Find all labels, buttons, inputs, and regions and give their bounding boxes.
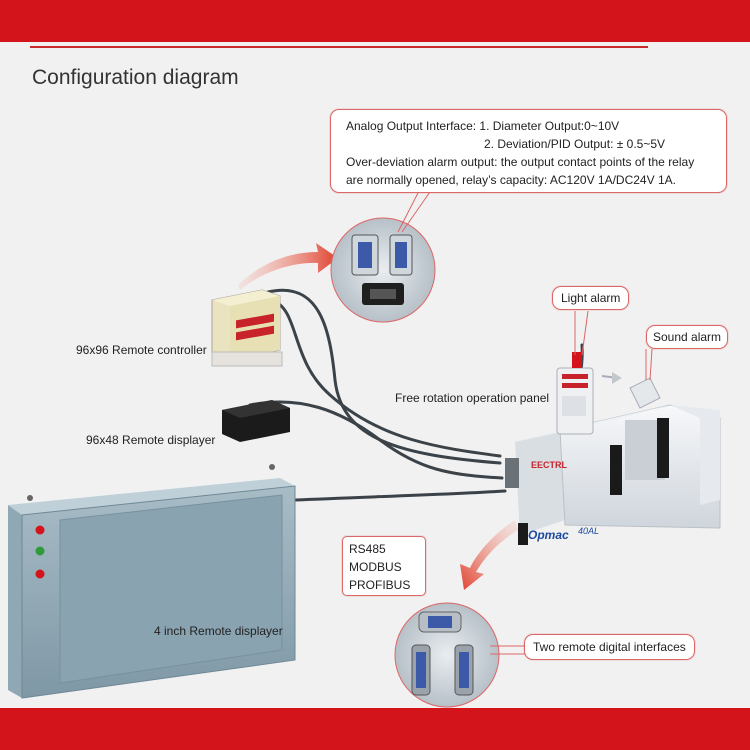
small-displayer-image bbox=[222, 400, 290, 442]
cable-controller bbox=[266, 288, 502, 465]
cable-small-display bbox=[248, 400, 504, 480]
sound-alarm-image bbox=[629, 377, 661, 409]
bottom-red-band bbox=[0, 708, 750, 750]
device-brand: EECTRL bbox=[531, 460, 567, 470]
remote-controller-label: 96x96 Remote controller bbox=[76, 343, 207, 357]
arrow-to-connector bbox=[238, 243, 338, 290]
interfaces-callout: Two remote digital interfaces bbox=[524, 634, 695, 660]
analog-line-3: Over-deviation alarm output: the output … bbox=[346, 155, 695, 169]
protocol-rs485: RS485 bbox=[349, 542, 386, 556]
analog-output-callout: Analog Output Interface: 1. Diameter Out… bbox=[330, 109, 727, 193]
analog-line-4: are normally opened, relay’s capacity: A… bbox=[346, 173, 676, 187]
output-connector-image bbox=[330, 217, 436, 323]
light-alarm-label: Light alarm bbox=[561, 291, 621, 305]
top-red-band bbox=[0, 0, 750, 42]
interfaces-image bbox=[394, 602, 500, 708]
light-alarm-callout: Light alarm bbox=[552, 286, 630, 310]
analog-callout-pointer bbox=[397, 188, 421, 233]
main-device-image bbox=[505, 404, 721, 545]
remote-controller-image bbox=[211, 289, 283, 367]
cables bbox=[248, 288, 584, 502]
operation-panel-label: Free rotation operation panel bbox=[395, 391, 550, 405]
page-title: Configuration diagram bbox=[32, 66, 239, 89]
large-displayer-label: 4 inch Remote displayer bbox=[154, 624, 283, 638]
analog-line-1: Analog Output Interface: 1. Diameter Out… bbox=[346, 119, 620, 133]
operation-panel-image bbox=[556, 352, 594, 435]
cable-large-display bbox=[294, 489, 507, 502]
protocol-profibus: PROFIBUS bbox=[349, 578, 411, 592]
large-displayer-image bbox=[8, 464, 296, 699]
analog-line-2: 2. Deviation/PID Output: ± 0.5~5V bbox=[484, 137, 666, 151]
interfaces-label: Two remote digital interfaces bbox=[533, 640, 686, 654]
protocol-modbus: MODBUS bbox=[349, 560, 402, 574]
device-model-name: Opmac bbox=[528, 528, 569, 542]
arrow-to-interfaces bbox=[460, 520, 518, 590]
protocol-list: RS485 MODBUS PROFIBUS bbox=[349, 540, 410, 594]
device-model-suffix: 40AL bbox=[578, 526, 600, 536]
sound-alarm-label: Sound alarm bbox=[653, 330, 722, 344]
protocols-callout: RS485 MODBUS PROFIBUS bbox=[342, 536, 426, 596]
sound-alarm-callout: Sound alarm bbox=[646, 325, 729, 349]
header-divider bbox=[30, 46, 648, 48]
small-displayer-label: 96x48 Remote displayer bbox=[86, 433, 216, 447]
cable-panel-upper bbox=[270, 298, 502, 458]
